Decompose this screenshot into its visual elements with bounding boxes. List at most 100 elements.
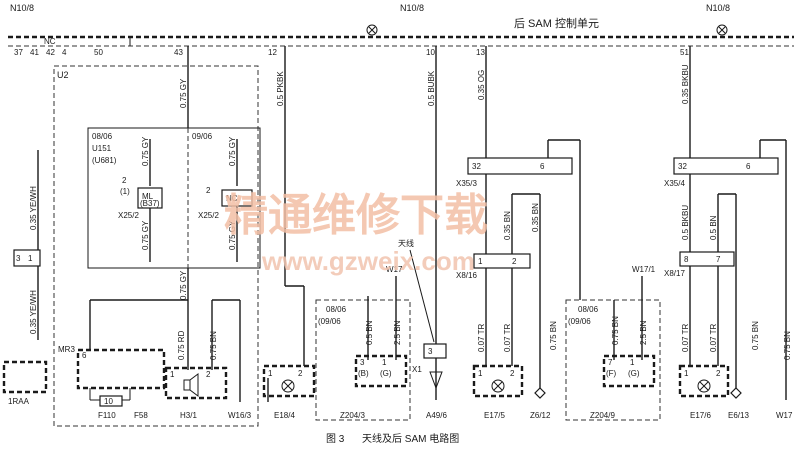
left-pin-1: 1 xyxy=(28,254,33,263)
w17-label: W17 xyxy=(386,265,403,274)
antenna-label: 天线 xyxy=(398,238,414,248)
watermark-cn: 精通维修下载 xyxy=(224,191,488,240)
sam-control-unit: N10/8 N10/8 N10/8 后 SAM 控制单元 xyxy=(8,3,794,47)
x35-3-p6: 6 xyxy=(540,162,545,171)
pin-51: 51 xyxy=(680,48,689,57)
wire-label-bn-z6: 0.75 BN xyxy=(549,321,558,350)
pin-12: 12 xyxy=(268,48,277,57)
z204-9-group: 08/06 (09/06 W17/1 0.75 BN 2.5 BN 7 1 (F… xyxy=(565,265,661,421)
speaker-icon xyxy=(183,373,199,397)
e18-pin-2: 2 xyxy=(298,369,303,378)
nc-label-u2: NC xyxy=(226,194,238,203)
z9-pin-7: 7 xyxy=(608,358,613,367)
date-09-06: 09/06 xyxy=(192,132,213,141)
z9-date-09: (09/06 xyxy=(568,317,591,326)
x8-16-label: X8/16 xyxy=(456,271,477,280)
wire-label-tr2: 0.07 TR xyxy=(503,323,512,352)
e17-6-pin-1: 1 xyxy=(684,369,689,378)
e17-5-label: E17/5 xyxy=(484,411,505,420)
x8-17-p7: 7 xyxy=(716,255,721,264)
w16-3-label: W16/3 xyxy=(228,411,252,420)
wire-label-bn-h3: 0.75 BN xyxy=(209,331,218,360)
u2-region: U2 0.75 GY 08/06 09/06 U151 (U681) 0.75 … xyxy=(53,46,261,427)
wire-label-x817-bkbu: 0.5 BKBU xyxy=(681,205,690,240)
e18-4-label: E18/4 xyxy=(274,411,295,420)
wire-label-z9-bn: 0.75 BN xyxy=(611,316,620,345)
pin-42: 42 xyxy=(46,48,55,57)
z3-pin-1: 1 xyxy=(382,358,387,367)
caption-fig: 图 3 xyxy=(326,433,345,445)
x1-label: X1 xyxy=(412,365,422,374)
z9-pin-1: 1 xyxy=(630,358,635,367)
wire-label-tr1: 0.07 TR xyxy=(477,323,486,352)
watermark: 精通维修下载 www.gzweix.com xyxy=(224,191,488,276)
pin-41: 41 xyxy=(30,48,39,57)
date-08-06: 08/06 xyxy=(92,132,113,141)
x8-16-p1: 1 xyxy=(478,257,483,266)
u681-label: (U681) xyxy=(92,156,117,165)
pin-37: 37 xyxy=(14,48,23,57)
wire-label-x816-bn2: 0.35 BN xyxy=(531,203,540,232)
left-pin-3: 3 xyxy=(16,254,21,263)
antenna-group: 0.5 BUBK 天线 X1 3 A49/6 xyxy=(398,46,447,420)
left-connector-box xyxy=(13,249,41,267)
wire-label-x816-bn: 0.35 BN xyxy=(503,211,512,240)
nc-label: NC xyxy=(44,37,56,46)
b37-label: (B37) xyxy=(140,199,160,208)
pin-50: 50 xyxy=(94,48,103,57)
x35-3-group: 0.35 OG 32 6 X35/3 0.35 BN 0.35 BN 1 2 X… xyxy=(456,46,581,420)
pin-10-label: 10 xyxy=(104,397,113,406)
ml-label: ML xyxy=(142,192,154,201)
e17-5-pin-1: 1 xyxy=(478,369,483,378)
z9-date-08: 08/06 xyxy=(578,305,599,314)
x1-pin: 3 xyxy=(428,347,433,356)
w17-1-label: W17/1 xyxy=(632,265,656,274)
x25-2-a: X25/2 xyxy=(118,211,139,220)
x35-3-p32: 32 xyxy=(472,162,481,171)
wire-label-12: 0.5 PKBK xyxy=(276,71,285,106)
wire-label-tr4: 0.07 TR xyxy=(709,323,718,352)
z204-9-label: Z204/9 xyxy=(590,411,615,420)
z9-g: (G) xyxy=(628,369,640,378)
h3-pin-2: 2 xyxy=(206,370,211,379)
x8-16-p2: 2 xyxy=(512,257,517,266)
x35-4-p32: 32 xyxy=(678,162,687,171)
sraa-label: 1RAA xyxy=(8,397,30,406)
x35-4-connector xyxy=(673,157,779,175)
pin-2-b: 2 xyxy=(206,186,211,195)
ground-symbol-center xyxy=(366,24,378,36)
x35-4-label: X35/4 xyxy=(664,179,685,188)
z204-3-group: 08/06 (09/06 W17 0.5 BN 2.5 BN 3 1 (B) (… xyxy=(315,265,411,421)
figure-caption: 图 3 天线及后 SAM 电路图 xyxy=(326,432,459,445)
wire-label-51: 0.35 BKBU xyxy=(681,64,690,104)
top-pin-row: NC 37 41 42 4 50 43 12 10 13 51 xyxy=(14,37,689,57)
x35-3-label: X35/3 xyxy=(456,179,477,188)
wire-label-z3-bn: 0.5 BN xyxy=(365,320,374,345)
e17-5-pin-2: 2 xyxy=(510,369,515,378)
lamp-icon-e17-6 xyxy=(697,379,711,393)
wire-label-tr3: 0.07 TR xyxy=(681,323,690,352)
u2-label: U2 xyxy=(57,70,69,80)
h3-1-label: H3/1 xyxy=(180,411,197,420)
x8-17-label: X8/17 xyxy=(664,269,685,278)
wire-label-z9-25bn: 2.5 BN xyxy=(639,320,648,345)
pin-13: 13 xyxy=(476,48,485,57)
z3-b: (B) xyxy=(358,369,369,378)
x8-17-p8: 8 xyxy=(684,255,689,264)
caption-text: 天线及后 SAM 电路图 xyxy=(362,432,459,445)
lamp-icon xyxy=(281,379,295,393)
module-ref-left: N10/8 xyxy=(10,3,34,13)
e18-pin-1: 1 xyxy=(268,369,273,378)
z3-date-08: 08/06 xyxy=(326,305,347,314)
pin-43: 43 xyxy=(174,48,183,57)
wire-label-rd: 0.75 RD xyxy=(177,330,186,360)
wire-label-bn-w17: 0.75 BN xyxy=(783,331,792,360)
x35-3-connector xyxy=(467,157,573,175)
wire-label-x817-bn: 0.5 BN xyxy=(709,215,718,240)
watermark-url: www.gzweix.com xyxy=(261,246,475,276)
x1-connector-box xyxy=(423,343,447,359)
a49-6-label: A49/6 xyxy=(426,411,447,420)
e6-13-label: E6/13 xyxy=(728,411,749,420)
splice-e6-13 xyxy=(730,387,742,399)
